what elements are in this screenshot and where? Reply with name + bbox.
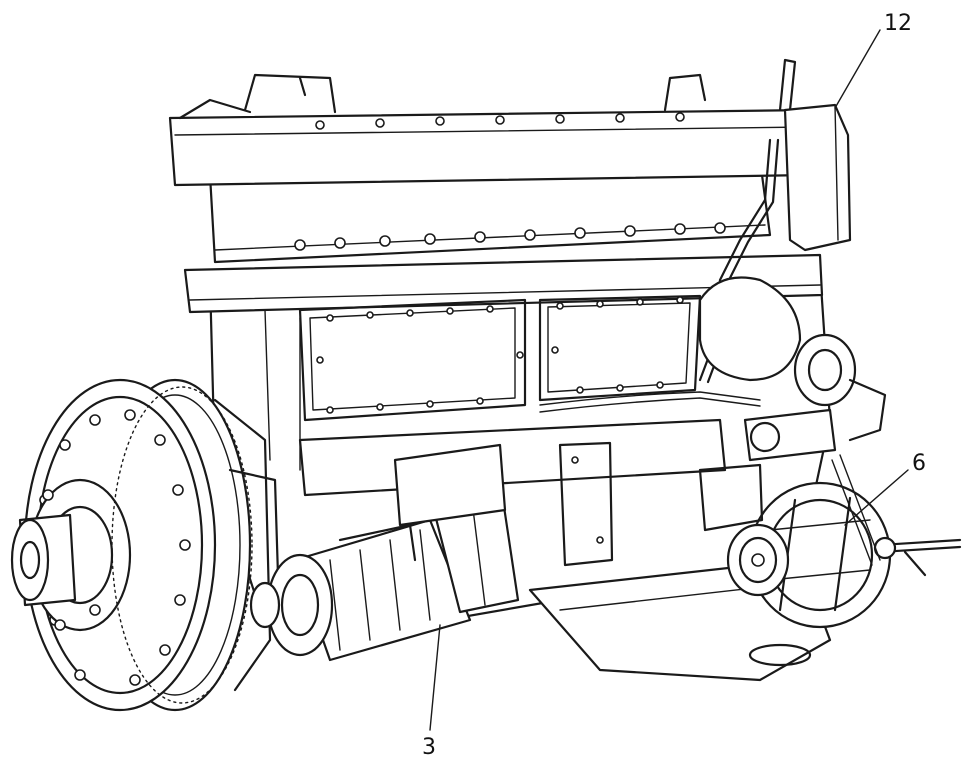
- callout-6: 6: [844, 451, 926, 526]
- head-bolts: [294, 112, 726, 251]
- callout-12: 12: [834, 11, 912, 109]
- callout-12-label: 12: [884, 11, 912, 36]
- cover-bolts: [316, 296, 684, 414]
- callout-6-label: 6: [912, 451, 926, 476]
- starter-motor: [249, 443, 520, 662]
- alternator: [698, 454, 962, 629]
- callout-3-label: 3: [422, 735, 436, 759]
- filter-housing: [783, 103, 852, 252]
- callout-3: 3: [422, 624, 441, 759]
- flywheel: [10, 378, 253, 712]
- cylinder-head: [168, 58, 812, 264]
- turbocharger: [698, 276, 887, 462]
